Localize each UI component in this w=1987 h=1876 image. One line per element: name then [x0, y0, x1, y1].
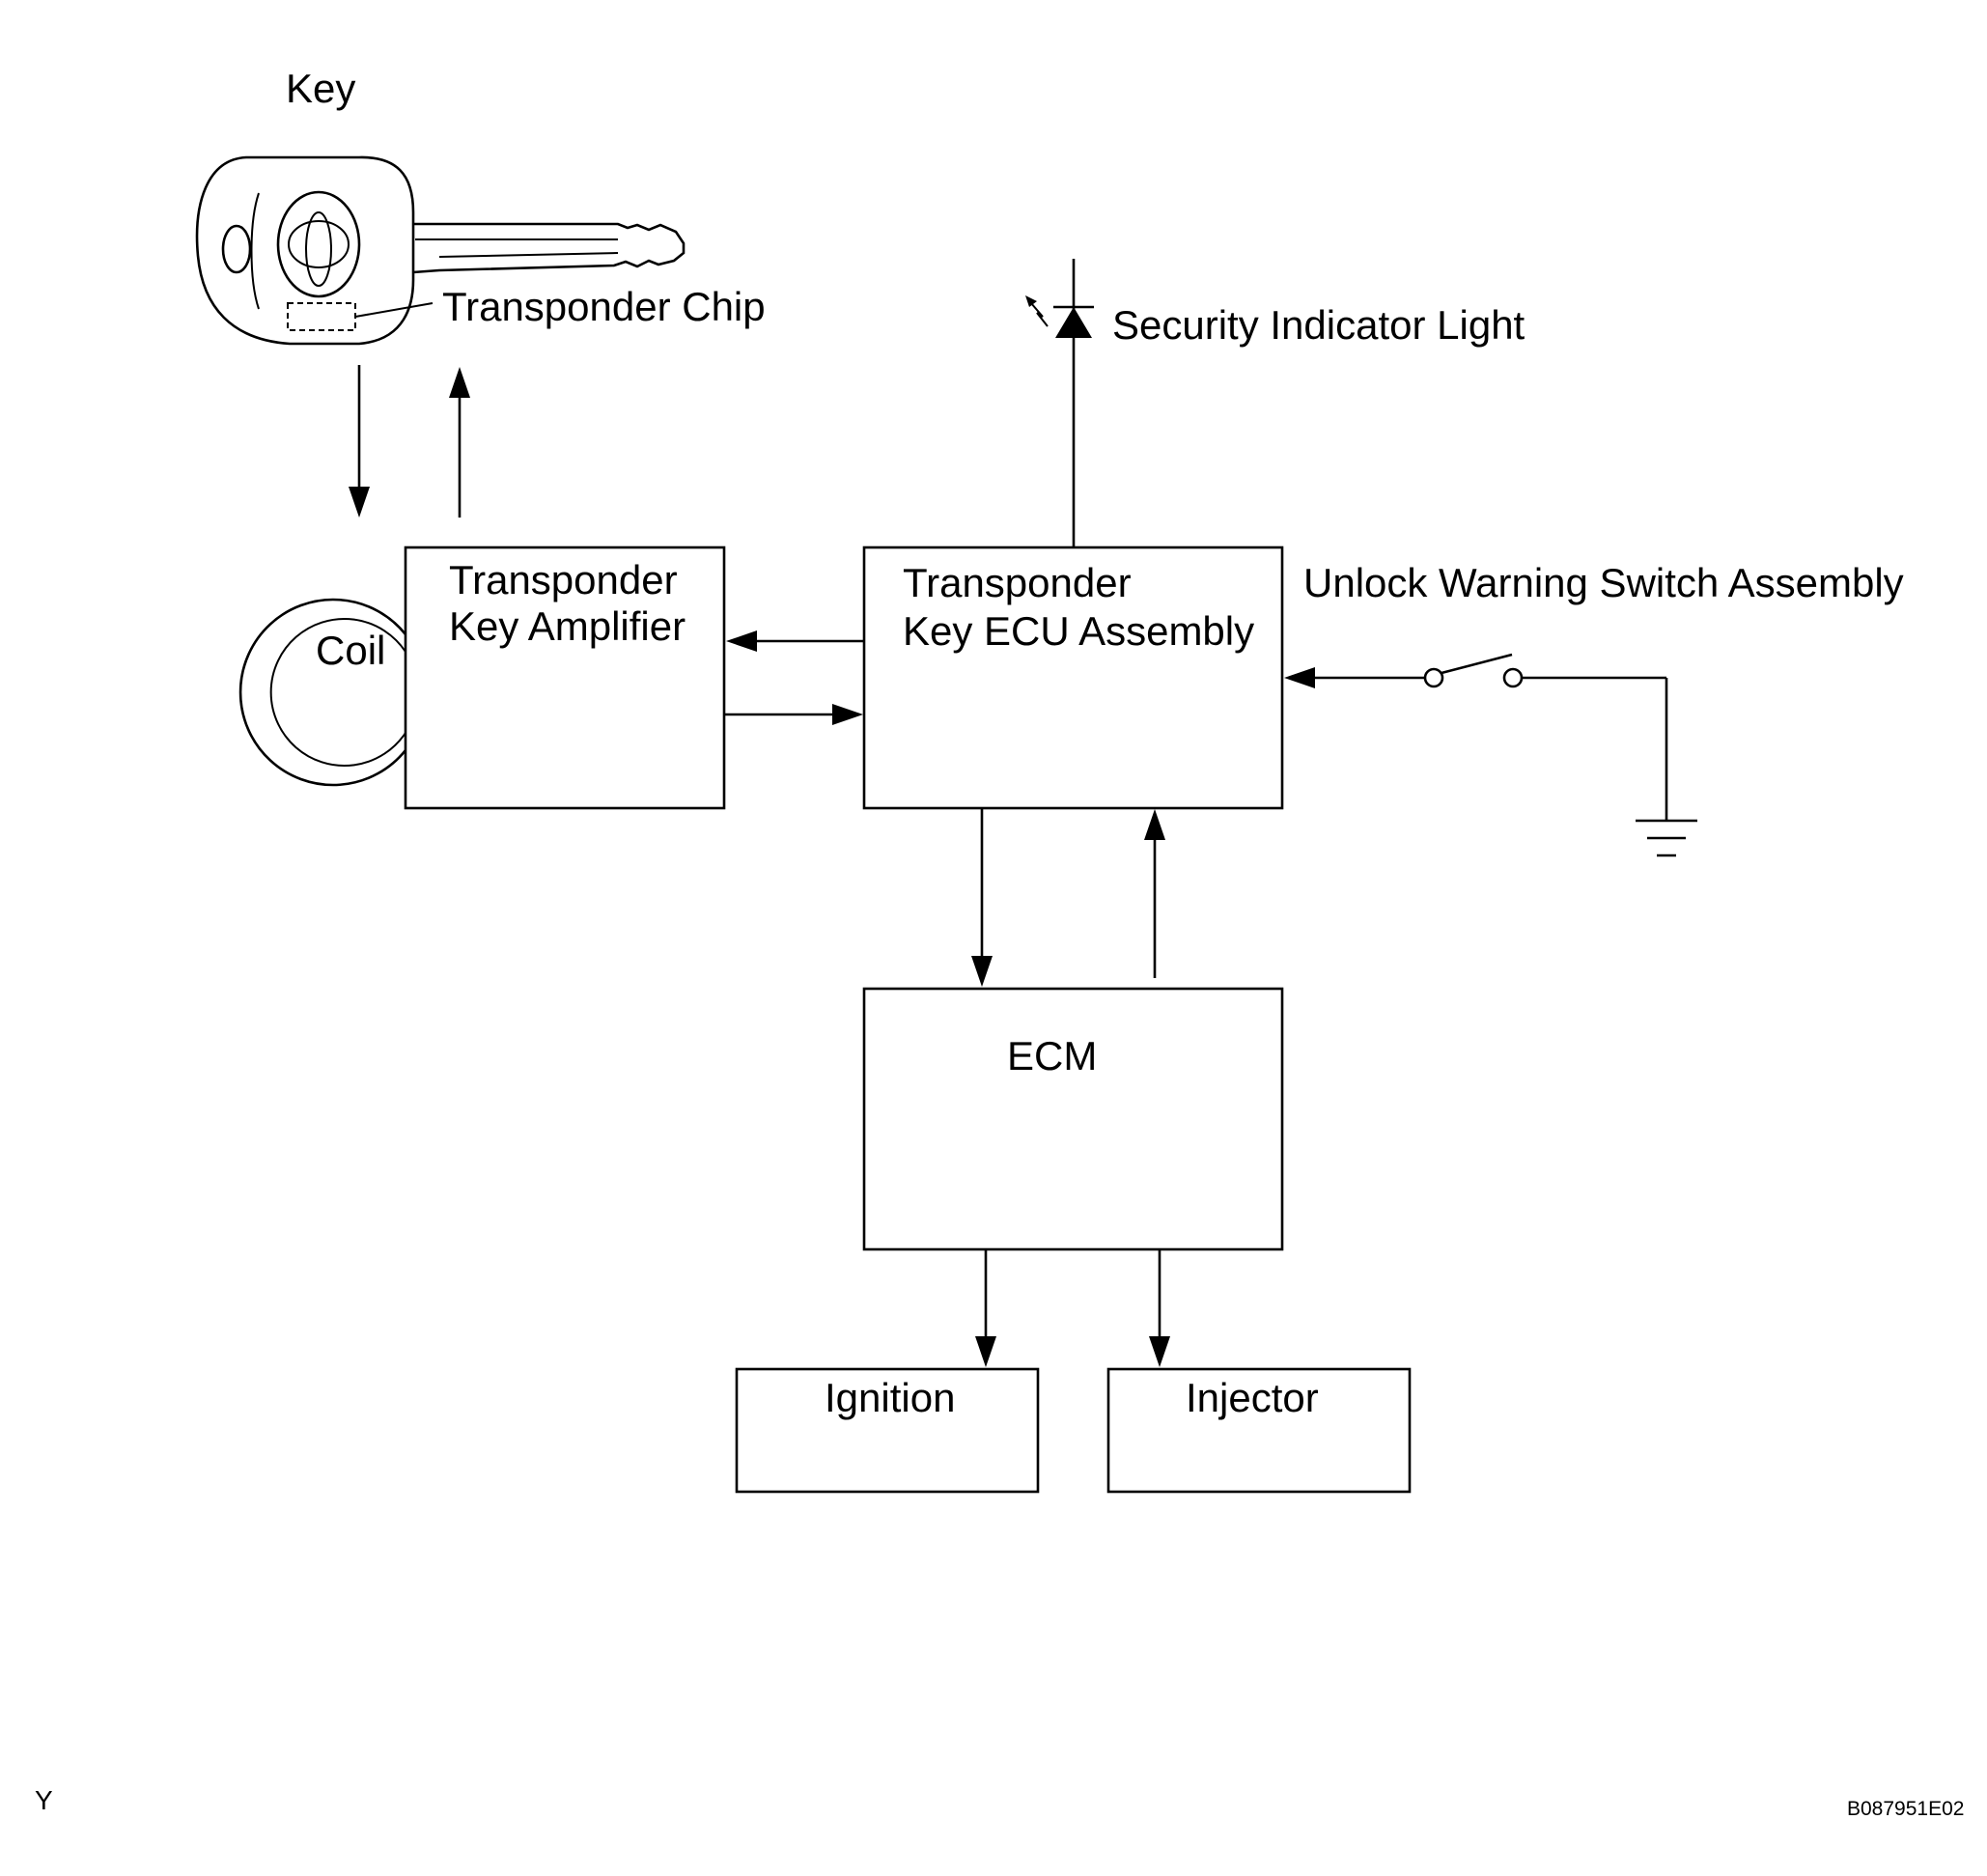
key-icon: [195, 155, 686, 346]
transponder-chip-label: Transponder Chip: [442, 284, 766, 329]
footer-left: Y: [35, 1785, 53, 1815]
ecu-label-line1: Transponder: [903, 560, 1132, 605]
key-label: Key: [286, 66, 355, 111]
ignition-box: [735, 1367, 1040, 1494]
amplifier-box: [404, 546, 726, 810]
ecu-box: [862, 546, 1284, 810]
ground-icon: [1636, 819, 1697, 857]
unlock-warning-switch-label: Unlock Warning Switch Assembly: [1303, 560, 1904, 605]
coil-icon: [238, 598, 407, 787]
injector-label: Injector: [1186, 1375, 1319, 1420]
led-icon: [1025, 295, 1094, 338]
figure-code: B087951E02: [1847, 1798, 1964, 1820]
amplifier-label-line2: Key Amplifier: [449, 603, 686, 649]
security-indicator-label: Security Indicator Light: [1112, 302, 1525, 348]
injector-box: [1106, 1367, 1412, 1494]
ecm-box: [862, 987, 1284, 1251]
coil-label: Coil: [316, 628, 385, 673]
ecm-label: ECM: [1007, 1033, 1097, 1078]
switch-icon: [1423, 653, 1524, 688]
ecu-label-line2: Key ECU Assembly: [903, 608, 1254, 654]
amplifier-label-line1: Transponder: [449, 557, 678, 602]
ignition-label: Ignition: [825, 1375, 955, 1420]
